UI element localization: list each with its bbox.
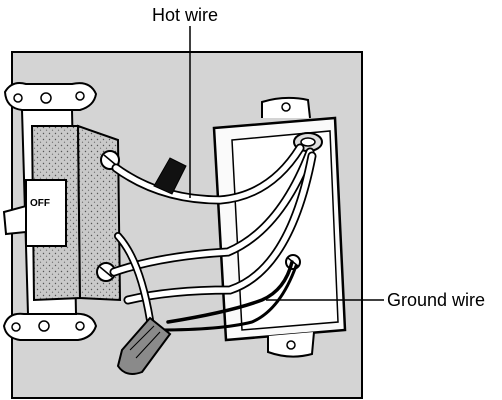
electrical-tape — [153, 157, 187, 195]
ground-wire-label: Ground wire — [387, 290, 486, 310]
bottom-terminal-screw — [96, 262, 116, 282]
switch-off-text: OFF — [30, 198, 50, 209]
wire-nut — [116, 316, 172, 375]
hot-wire-label: Hot wire — [152, 5, 219, 25]
wires — [109, 143, 317, 332]
light-switch: OFF — [2, 82, 122, 341]
ground-wire-2 — [158, 264, 298, 332]
ground-wire — [166, 260, 294, 324]
electrical-box — [212, 96, 347, 358]
